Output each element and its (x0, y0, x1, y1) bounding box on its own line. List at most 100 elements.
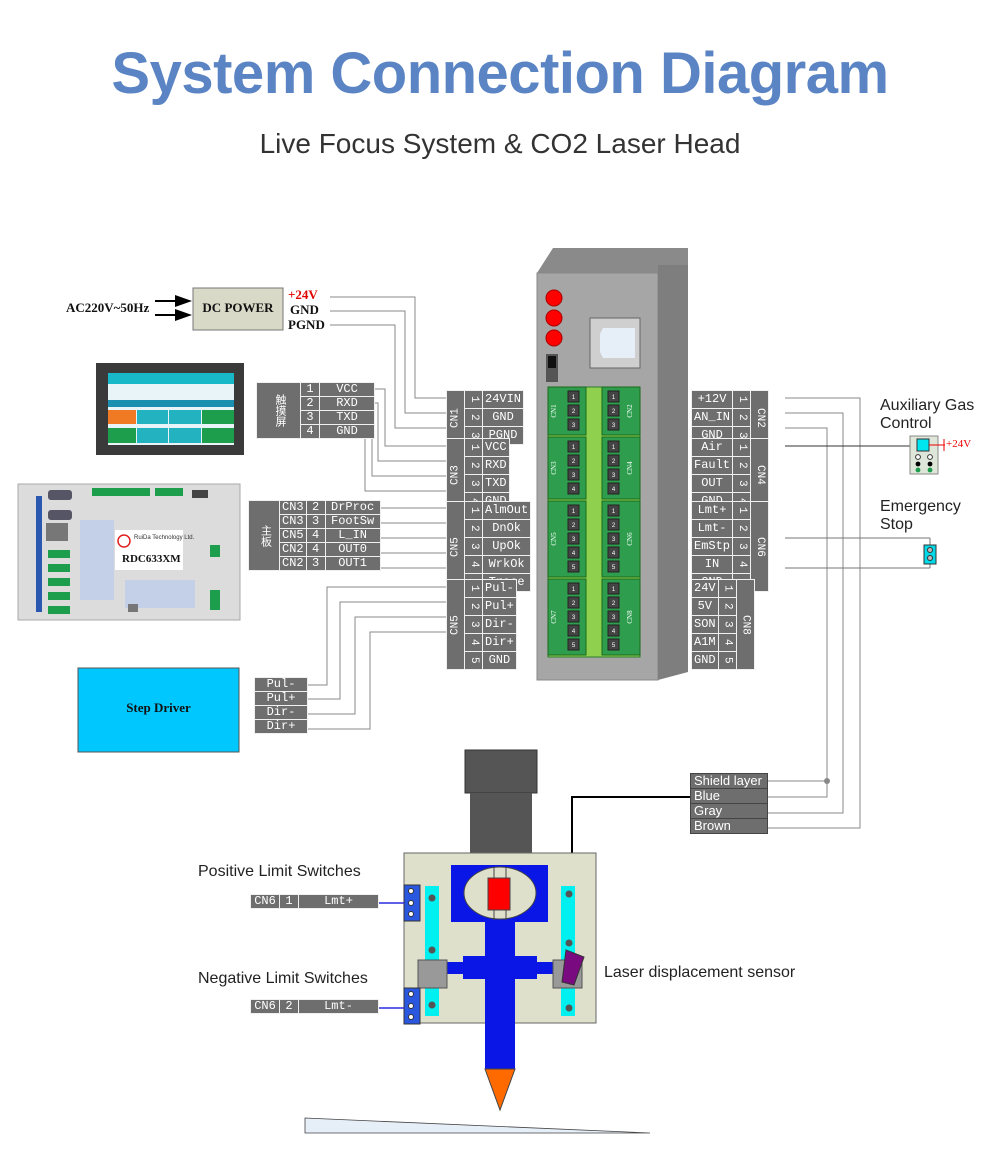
pin-num: 3 (732, 474, 752, 493)
pin-signal: GND (691, 651, 719, 670)
touchscreen-group-label: 触摸屏 (256, 382, 301, 439)
pin-signal: OUT0 (324, 542, 381, 557)
terminal-screw (607, 504, 620, 517)
terminal-screw (567, 454, 580, 467)
board-company: RuiDa Technology Ltd. (134, 535, 195, 541)
touchscreen-pin-table: 触摸屏 1 VCC 2 RXD 3 TXD 4 GND (256, 382, 375, 439)
pin-num: 1 (732, 390, 752, 409)
emergency-stop-switch (923, 544, 937, 565)
connector-name: CN8 (735, 579, 755, 670)
negative-limit-label: Negative Limit Switches (198, 970, 368, 987)
terminal-block-label: CN3 (550, 461, 558, 475)
pin-signal: OUT (690, 474, 734, 493)
pin-signal: GND (319, 424, 375, 439)
pin-num: 1 (732, 501, 752, 520)
terminal-screw (607, 418, 620, 431)
pin-signal: VCC (319, 382, 375, 397)
pin-signal: +12V (690, 390, 734, 409)
shield-junction (824, 778, 830, 784)
pin-num: 5 (464, 651, 483, 670)
status-led-3 (545, 329, 563, 347)
stepdriver-wires (308, 586, 448, 730)
terminal-screw-num: 3 (572, 537, 576, 543)
terminal-screw (567, 404, 580, 417)
pin-signal: IN (690, 555, 734, 574)
terminal-screw (607, 596, 620, 609)
terminal-screw (607, 440, 620, 453)
pin-signal: Dir+ (254, 719, 308, 734)
terminal-block-cn1 (547, 386, 587, 436)
terminal-screw-num: 1 (572, 445, 576, 451)
connector-name: CN5 (446, 579, 465, 670)
terminal-blocks: CN1123CN2123CN31234CN41234CN512345CN6123… (547, 386, 641, 658)
laser-head (403, 749, 597, 1112)
pin-signal: Lmt- (690, 519, 734, 538)
pin-num: 1 (717, 579, 737, 598)
terminal-screw-num: 5 (612, 643, 616, 649)
wire-brown: Brown (690, 818, 768, 834)
pin-cn: CN6 (250, 999, 280, 1014)
pin-signal: VCC (482, 438, 510, 457)
terminal-screw-num: 2 (612, 409, 616, 415)
pin-num: 4 (464, 633, 483, 652)
displacement-sensor (561, 949, 585, 986)
terminal-screw-num: 4 (612, 551, 616, 557)
pin-signal: Air (690, 438, 734, 457)
pin-signal: 24VIN (481, 390, 525, 409)
rdc633xm-board (17, 483, 241, 621)
terminal-screw (567, 582, 580, 595)
pin-num: 3 (464, 615, 483, 634)
stepdriver-pin-table: Pul- Pul+ Dir- Dir+ (254, 677, 308, 734)
terminal-screw (607, 624, 620, 637)
pin-signal: EmStp (690, 537, 734, 556)
pin-num: 2 (464, 519, 483, 538)
terminal-screw (567, 624, 580, 637)
pin-num: 1 (279, 894, 299, 909)
terminal-block-label: CN4 (626, 461, 634, 475)
wire-blue: Blue (690, 788, 768, 804)
terminal-screw-num: 1 (612, 509, 616, 515)
pin-signal: Fault (690, 456, 734, 475)
terminal-screw-num: 4 (572, 487, 576, 493)
terminal-screw-num: 3 (572, 473, 576, 479)
pin-num: 4 (305, 528, 326, 543)
terminal-screw-num: 4 (612, 629, 616, 635)
pin-signal: Lmt+ (298, 894, 379, 909)
negative-limit-table: CN6 2 Lmt- (250, 999, 379, 1014)
terminal-screw (567, 532, 580, 545)
pin-num: 4 (464, 555, 483, 574)
connector-name: CN2 (750, 390, 770, 445)
pin-signal: AN_IN (690, 408, 734, 427)
pin-num: 3 (464, 537, 483, 556)
pin-num: 2 (279, 999, 299, 1014)
terminal-screw (567, 390, 580, 403)
connector-name: CN4 (750, 438, 770, 511)
terminal-screw-num: 2 (612, 601, 616, 607)
terminal-screw (607, 610, 620, 623)
pin-signal: UpOk (481, 537, 532, 556)
pin-num: 3 (717, 615, 737, 634)
pin-signal: DrProc (324, 500, 381, 515)
pin-num: 2 (732, 408, 752, 427)
terminal-screw (567, 504, 580, 517)
pin-signal: Dir- (482, 615, 517, 634)
nozzle (484, 1068, 516, 1112)
terminal-screw (607, 532, 620, 545)
pin-num: 4 (305, 542, 326, 557)
pin-signal: SON (691, 615, 719, 634)
terminal-screw-num: 1 (572, 509, 576, 515)
terminal-block-label: CN5 (550, 532, 558, 546)
emergency-label-line1: Emergency (880, 498, 961, 515)
page-subtitle: Live Focus System & CO2 Laser Head (259, 128, 741, 159)
pin-signal: TXD (482, 474, 510, 493)
pin-num: 1 (732, 438, 752, 457)
terminal-screw-num: 3 (572, 423, 576, 429)
connector-cn5-left: CN51AlmOut2DnOk3UpOk4WrkOk5Trace (446, 501, 532, 592)
pin-num: 3 (732, 537, 752, 556)
terminal-screw (607, 518, 620, 531)
pin-cn: CN3 (279, 500, 307, 515)
pin-num: 2 (732, 456, 752, 475)
pin-cn: CN2 (279, 556, 307, 571)
